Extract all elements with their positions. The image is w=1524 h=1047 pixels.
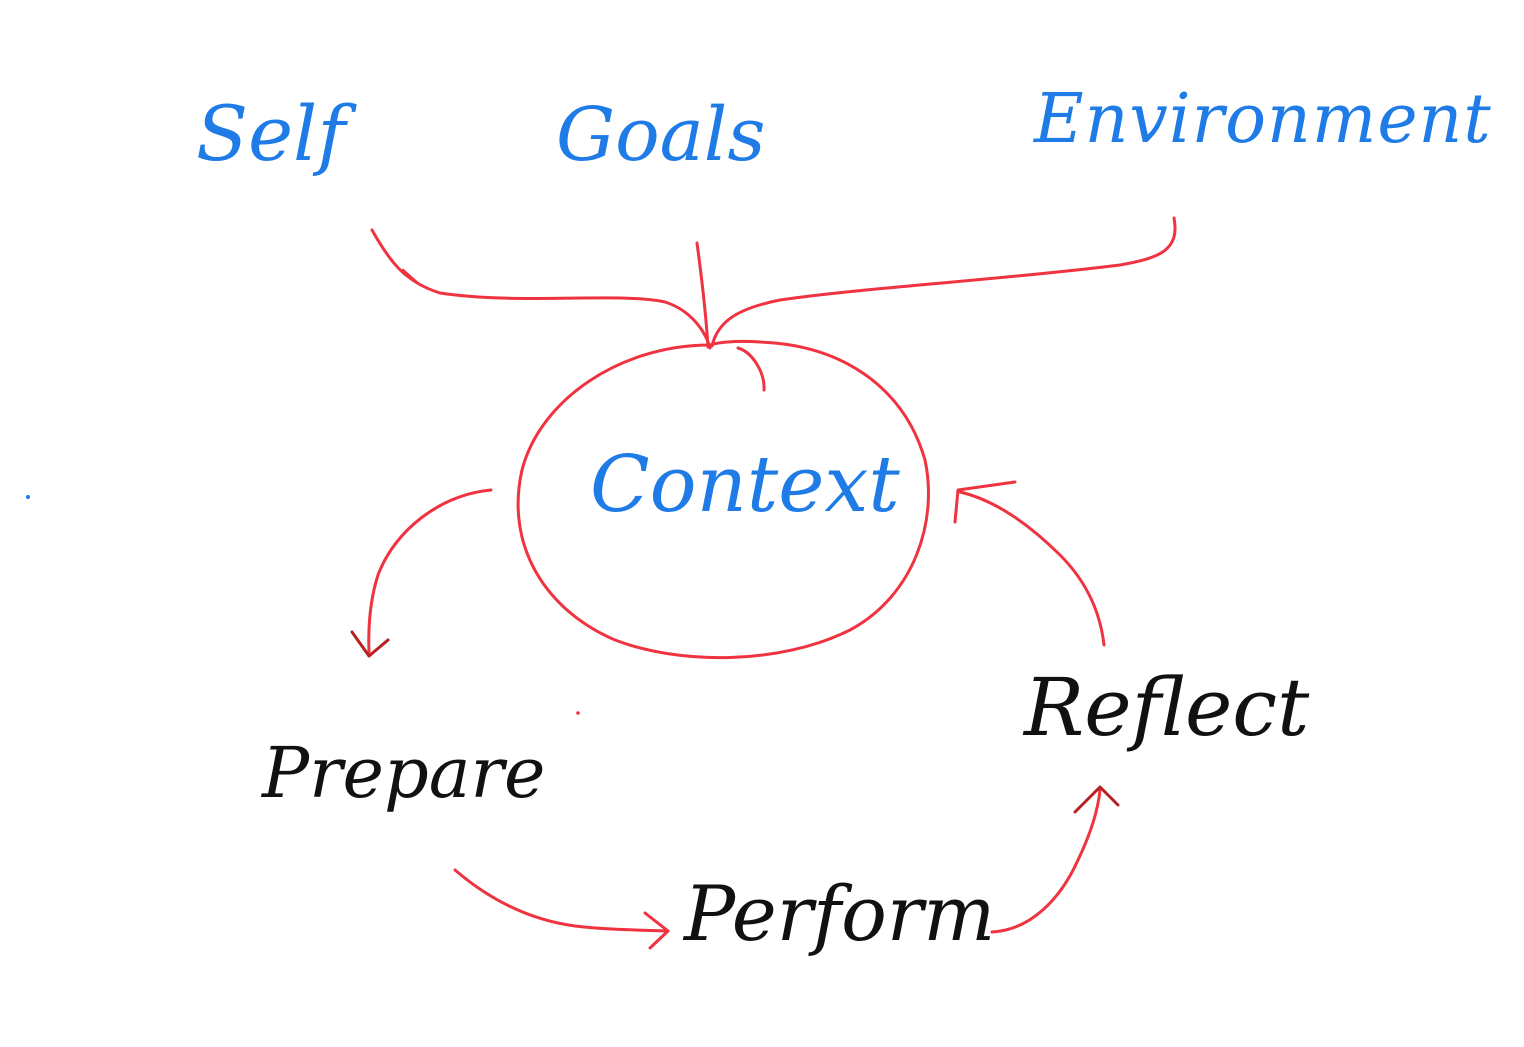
arrowhead-reflect xyxy=(1073,785,1120,814)
arrow-goals-to-context xyxy=(695,241,710,349)
arrow-reflect-to-context xyxy=(958,490,1106,647)
perform-label: Perform xyxy=(684,869,996,958)
prepare-label: Prepare xyxy=(262,732,546,814)
environment-label: Environment xyxy=(1034,80,1492,159)
arrowhead-context xyxy=(953,480,1017,524)
arrow-context-to-prepare xyxy=(367,488,493,654)
arrow-environment-to-context xyxy=(710,216,1177,348)
reflect-label: Reflect xyxy=(1024,661,1310,754)
self-label: Self xyxy=(196,89,346,178)
goals-label: Goals xyxy=(556,92,766,178)
stray-dot-left xyxy=(26,495,30,499)
context-circle-overlap xyxy=(736,346,766,392)
stray-dot-center xyxy=(576,711,580,715)
context-circle xyxy=(516,339,930,660)
arrow-self-to-context xyxy=(370,228,712,350)
arrowhead-perform xyxy=(643,911,670,950)
context-label: Context xyxy=(590,440,900,530)
arrow-prepare-to-perform xyxy=(453,868,670,933)
arrow-self-tick xyxy=(401,268,422,287)
arrowhead-prepare xyxy=(350,630,390,658)
arrow-perform-to-reflect xyxy=(990,788,1102,934)
